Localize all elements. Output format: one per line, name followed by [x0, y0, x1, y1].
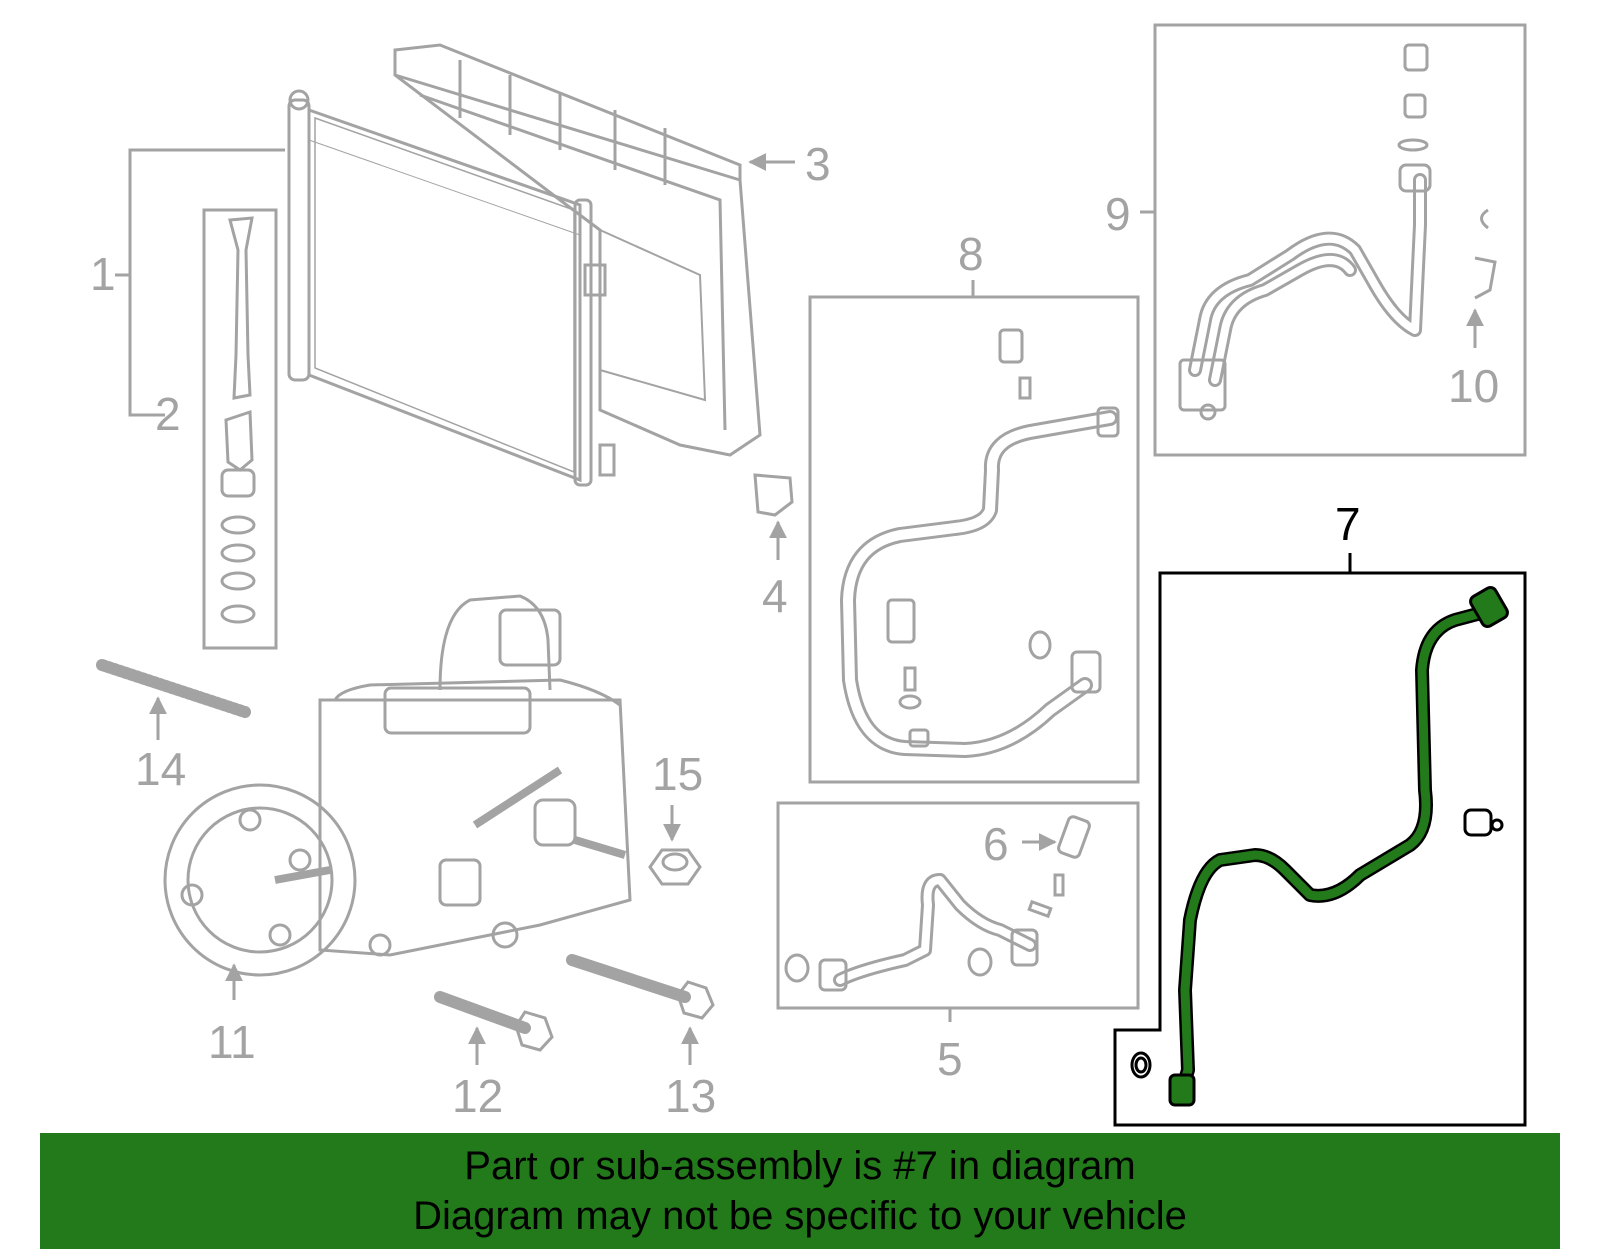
- callout-11: 11: [208, 1016, 256, 1068]
- box-5: [776, 801, 1140, 1010]
- box-7: [1113, 571, 1527, 1127]
- callout-1-bracket: [115, 148, 285, 417]
- bolt-13: [566, 954, 715, 1020]
- callout-7: 7: [1335, 498, 1361, 550]
- banner-line-1: Part or sub-assembly is #7 in diagram: [464, 1144, 1136, 1188]
- callout-8: 8: [958, 228, 984, 280]
- hose-8-fittings: [886, 328, 1120, 748]
- callout-15: 15: [652, 748, 703, 800]
- callout-1: 1: [90, 248, 116, 300]
- callout-5: 5: [937, 1033, 963, 1085]
- hose-9: [1188, 173, 1427, 387]
- banner-line-2: Diagram may not be specific to your vehi…: [413, 1194, 1187, 1238]
- ac-hose-7-fittings: [1130, 585, 1509, 1107]
- ac-hose-7-highlighted: [1175, 605, 1492, 1097]
- pressure-sensor-6: [1057, 815, 1091, 859]
- hose-9-fittings: [1178, 43, 1497, 421]
- callout-9: 9: [1105, 188, 1131, 240]
- box-9: [1153, 23, 1527, 457]
- bolt-12: [434, 991, 554, 1052]
- callout-13: 13: [665, 1070, 716, 1122]
- callout-2: 2: [155, 388, 181, 440]
- bracket-part-4: [753, 473, 794, 517]
- hose-5-fittings: [784, 873, 1065, 992]
- callout-14: 14: [135, 743, 186, 795]
- callout-10: 10: [1448, 360, 1499, 412]
- condenser: [287, 89, 616, 487]
- ac-compressor: [163, 594, 632, 977]
- info-banner: Part or sub-assembly is #7 in diagram Di…: [40, 1133, 1560, 1249]
- callout-4: 4: [762, 570, 788, 622]
- nut-15: [648, 848, 702, 886]
- callout-12: 12: [452, 1070, 503, 1122]
- desiccant-kit: [202, 208, 278, 650]
- fan-shroud: [393, 43, 762, 457]
- callout-6: 6: [983, 818, 1009, 870]
- callout-3: 3: [805, 138, 831, 190]
